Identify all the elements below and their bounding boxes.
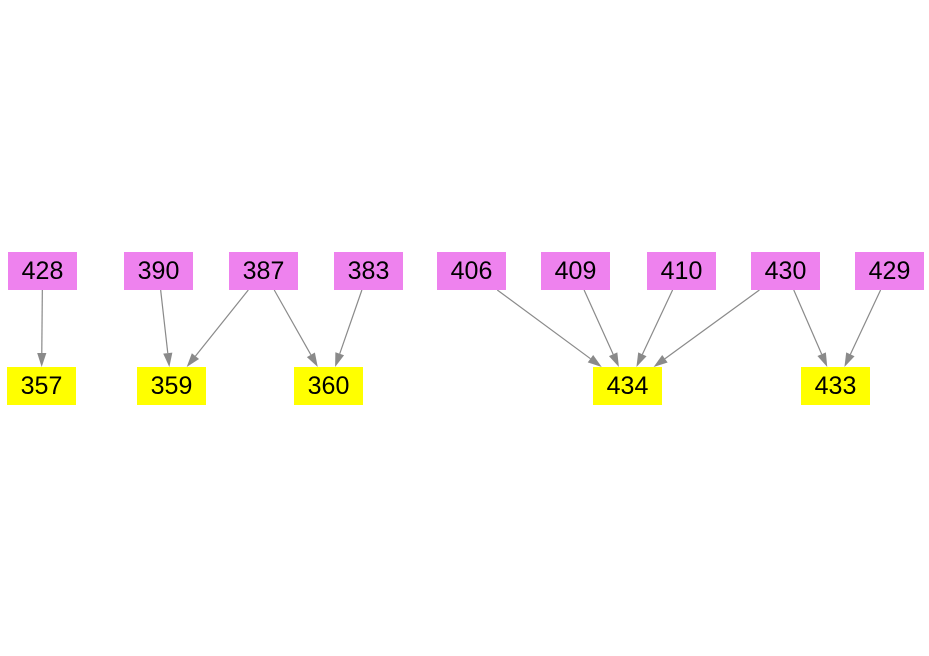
graph-node-434: 434 [593,367,662,405]
graph-node-360: 360 [294,367,363,405]
arrowhead-icon [306,352,318,367]
graph-node-429: 429 [855,252,924,290]
edge-409-434 [583,289,619,367]
graph-node-357: 357 [7,367,76,405]
arrowhead-icon [335,352,345,367]
arrowhead-icon [636,352,647,367]
edge-390-359 [160,289,173,367]
edge-406-434 [496,289,602,367]
arrowhead-icon [608,352,619,367]
graph-node-410: 410 [647,252,716,290]
arrowhead-icon [186,353,200,367]
graph-node-387: 387 [229,252,298,290]
edge-429-433 [844,289,882,367]
graph-node-409: 409 [541,252,610,290]
graph-node-428: 428 [8,252,77,290]
arrowhead-icon [37,352,47,367]
arrowhead-icon [587,354,602,367]
graph-node-430: 430 [751,252,820,290]
graph-node-406: 406 [437,252,506,290]
edge-387-360 [273,289,318,367]
graph-node-359: 359 [137,367,206,405]
graph-node-433: 433 [801,367,870,405]
edge-430-434 [653,289,760,367]
edge-383-360 [335,289,363,367]
edge-387-359 [186,289,249,367]
graph-node-390: 390 [124,252,193,290]
edge-428-357 [37,289,47,367]
graph-node-383: 383 [334,252,403,290]
arrowhead-icon [653,355,668,367]
edge-430-433 [793,289,828,367]
arrowhead-icon [163,352,173,367]
arrowhead-icon [844,352,855,367]
edge-410-434 [636,289,674,367]
arrowhead-icon [817,352,828,367]
